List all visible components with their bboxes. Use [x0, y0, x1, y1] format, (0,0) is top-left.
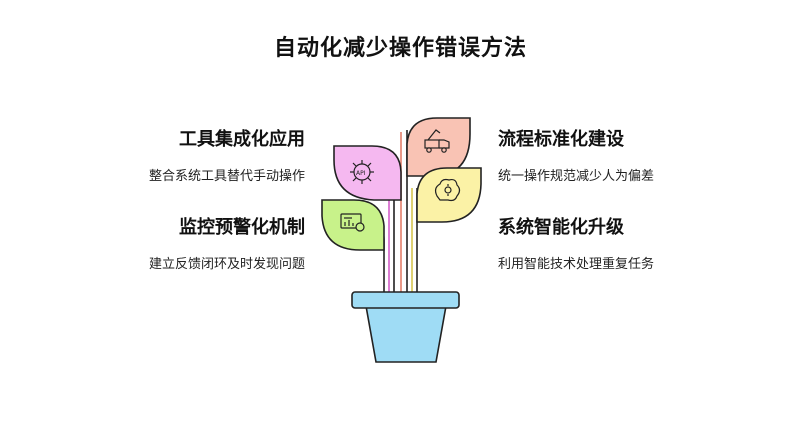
- item-tool-integration: 工具集成化应用 整合系统工具替代手动操作: [75, 125, 305, 184]
- item-description: 建立反馈闭环及时发现问题: [148, 257, 305, 272]
- item-description: 统一操作规范减少人为偏差: [498, 169, 655, 184]
- monitor-chart-icon: [340, 213, 365, 232]
- item-system-intelligence: 系统智能化升级 利用智能技术处理重复任务: [498, 213, 728, 272]
- pot-body: [365, 305, 447, 363]
- leaf-yellow: [416, 167, 482, 223]
- item-heading: 系统智能化升级: [498, 217, 624, 238]
- leaf-pink: [333, 145, 402, 201]
- item-process-standardization: 流程标准化建设 统一操作规范减少人为偏差: [498, 125, 728, 184]
- pot: [351, 291, 460, 363]
- item-heading: 工具集成化应用: [179, 129, 305, 150]
- svg-text:API: API: [356, 170, 366, 177]
- item-heading: 流程标准化建设: [498, 129, 624, 150]
- brain-gear-icon: [434, 178, 461, 202]
- page-title: 自动化减少操作错误方法: [273, 36, 527, 61]
- item-heading: 监控预警化机制: [179, 217, 305, 238]
- item-description: 整合系统工具替代手动操作: [148, 169, 305, 184]
- item-monitoring-alert: 监控预警化机制 建立反馈闭环及时发现问题: [75, 213, 305, 272]
- api-icon: API: [350, 160, 374, 184]
- item-description: 利用智能技术处理重复任务: [498, 257, 655, 272]
- pot-rim: [351, 291, 460, 309]
- tow-truck-icon: [424, 129, 450, 153]
